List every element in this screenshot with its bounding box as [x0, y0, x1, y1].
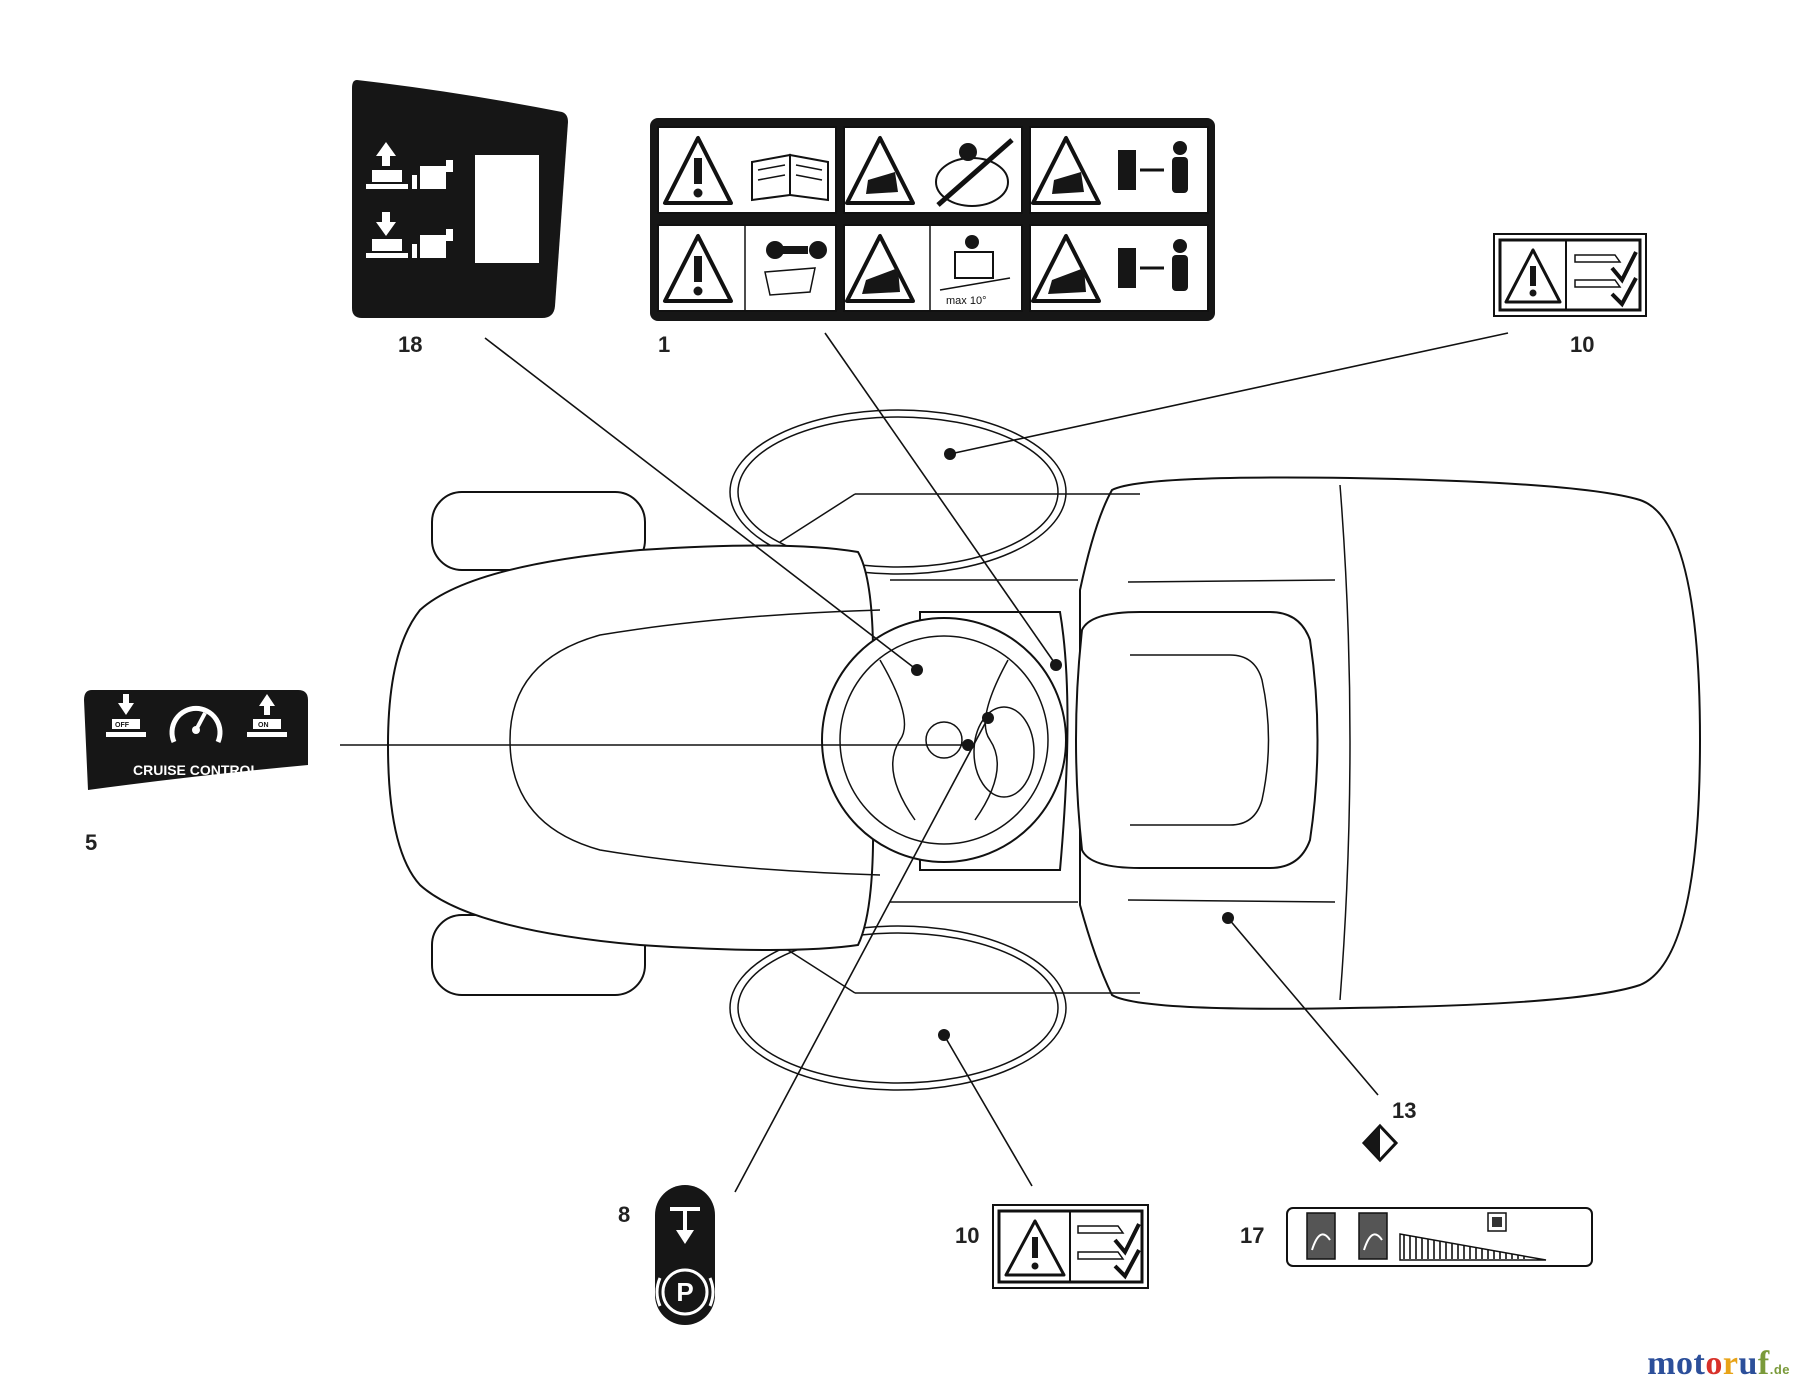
- leader-lines: [340, 332, 1509, 1193]
- callout-10-top: 10: [1570, 332, 1594, 357]
- callout-13: 13: [1392, 1098, 1416, 1123]
- slope-limit-icon: max 10°: [929, 225, 1011, 311]
- slope-note: max 10°: [946, 295, 986, 307]
- throttle-scale-icon: [1399, 1233, 1547, 1261]
- speedometer-icon: [169, 705, 223, 743]
- callout-1: 1: [658, 332, 670, 357]
- parking-letter: P: [676, 1277, 693, 1307]
- decal-8-parking-brake: P: [655, 1185, 715, 1325]
- cruise-off-text: OFF: [115, 722, 130, 729]
- watermark-letter: u: [1738, 1345, 1758, 1382]
- remove-key-icon: [744, 225, 827, 311]
- decal-13-diamond-icon: [1361, 1123, 1399, 1163]
- lift-up-icon: [366, 142, 453, 189]
- callout-numbers: 18 1 10 5 13 8 10 17: [85, 332, 1594, 1248]
- rabbit-icon: [1306, 1212, 1336, 1260]
- decal-17-throttle: [1286, 1207, 1593, 1267]
- cruise-off-icon: OFF: [106, 694, 146, 737]
- choke-icon: [1487, 1212, 1507, 1232]
- watermark-logo: motoruf.de: [1647, 1345, 1790, 1383]
- decal-5-cruise-control: OFF ON CRUISE CONTROL: [84, 690, 308, 790]
- cruise-control-title: CRUISE CONTROL: [133, 762, 259, 778]
- watermark-brand: motoruf: [1647, 1345, 1770, 1382]
- watermark-letter: m: [1647, 1345, 1677, 1382]
- no-passenger-icon: [935, 138, 1014, 207]
- keep-distance-icon: [1118, 141, 1188, 291]
- turtle-icon: [1358, 1212, 1388, 1260]
- watermark-letter: f: [1757, 1345, 1770, 1382]
- anchor-dots: [911, 448, 1234, 1041]
- manual-book-icon: [751, 153, 829, 202]
- decal-1-safety-warnings: max 10°: [650, 118, 1215, 321]
- cruise-on-icon: ON: [247, 694, 287, 737]
- watermark-letter: o: [1676, 1345, 1694, 1382]
- decal-10-top-warning: [1493, 233, 1647, 317]
- watermark-suffix: .de: [1769, 1362, 1790, 1377]
- callout-17: 17: [1240, 1223, 1264, 1248]
- decal-10-bottom-warning: [992, 1204, 1149, 1289]
- decal-18-lift-control: [352, 80, 568, 318]
- watermark-letter: t: [1693, 1345, 1706, 1382]
- cruise-on-text: ON: [258, 722, 269, 729]
- callout-18: 18: [398, 332, 422, 357]
- tractor-outline: [386, 409, 1702, 1091]
- callout-10-bottom: 10: [955, 1223, 979, 1248]
- brake-arrow-icon: [670, 1207, 700, 1244]
- watermark-letter: r: [1722, 1345, 1739, 1382]
- parking-p-icon: P: [655, 1268, 715, 1316]
- callout-8: 8: [618, 1202, 630, 1227]
- callout-5: 5: [85, 830, 97, 855]
- watermark-letter: o: [1705, 1345, 1723, 1382]
- lift-down-icon: [366, 212, 453, 258]
